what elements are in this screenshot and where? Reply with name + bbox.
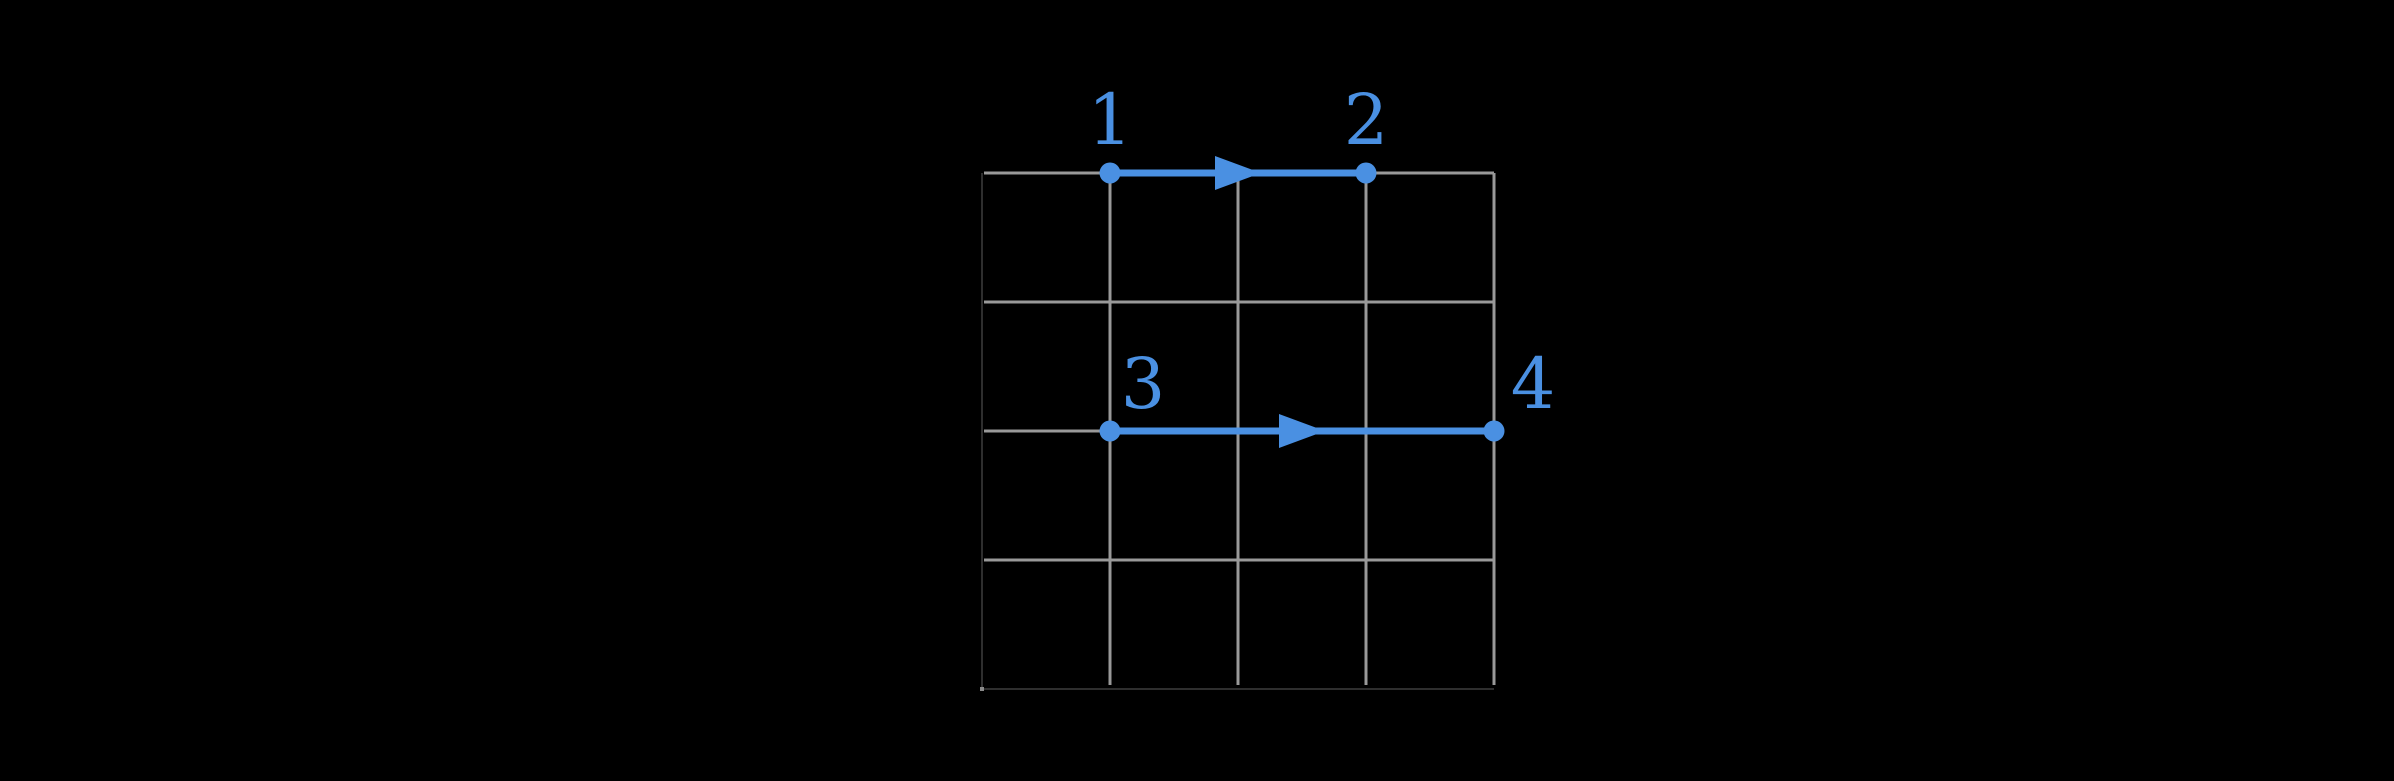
vertex-label: 3 <box>1121 343 1166 425</box>
vertex-dot <box>1483 420 1505 442</box>
vertex-dot <box>1099 162 1121 184</box>
vertex-label: 4 <box>1511 343 1556 425</box>
origin-tick <box>980 687 984 691</box>
vertex-label: 2 <box>1344 79 1389 161</box>
vertex-label: 1 <box>1088 79 1133 161</box>
edge-arrowhead <box>1215 156 1261 190</box>
vertex-dot <box>1355 162 1377 184</box>
edge-arrowhead <box>1279 414 1325 448</box>
vertex-dot <box>1099 420 1121 442</box>
